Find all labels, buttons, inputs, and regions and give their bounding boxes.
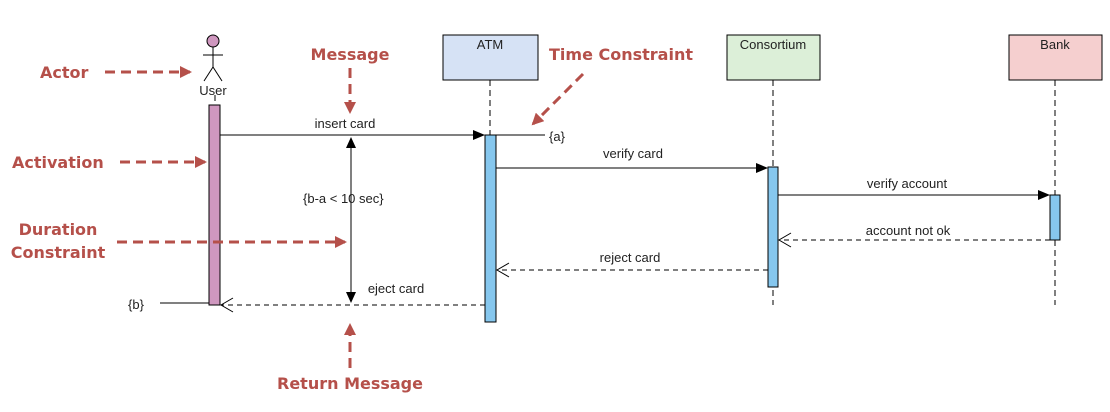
time-constraint-callout-arrow [531, 72, 585, 126]
bank-activation [1049, 194, 1061, 241]
duration-callout-label-line2: Constraint [11, 243, 106, 262]
user-activation [208, 104, 221, 306]
reject-card-head [496, 262, 510, 278]
account-not-ok-label: account not ok [866, 223, 951, 238]
user-actor-icon [203, 34, 223, 82]
reject-card-label: reject card [600, 250, 661, 265]
user-label: User [199, 83, 227, 98]
atm-label: ATM [477, 37, 503, 52]
time-constraint-b: {b} [128, 297, 145, 312]
account-not-ok-head [778, 232, 792, 248]
eject-card-label: eject card [368, 281, 424, 296]
duration-callout-label-line1: Duration [19, 220, 98, 239]
duration-constraint-label: {b-a < 10 sec} [303, 191, 384, 206]
atm-participant: ATM [442, 34, 539, 81]
message-callout-label: Message [311, 45, 390, 64]
duration-top-head [346, 137, 356, 148]
actor-callout-label: Actor [40, 63, 89, 82]
activation-callout-label: Activation [12, 153, 104, 172]
duration-bottom-head [346, 292, 356, 303]
bank-label: Bank [1040, 37, 1070, 52]
atm-activation [484, 134, 497, 323]
bank-participant: Bank [1008, 34, 1103, 81]
verify-account-label: verify account [867, 176, 948, 191]
time-constraint-callout-label: Time Constraint [549, 45, 693, 64]
time-constraint-a: {a} [549, 129, 566, 144]
verify-card-label: verify card [603, 146, 663, 161]
consortium-label: Consortium [740, 37, 806, 52]
consortium-participant: Consortium [726, 34, 821, 81]
consortium-activation [767, 166, 779, 288]
eject-card-head [220, 297, 234, 313]
return-message-callout-label: Return Message [277, 374, 423, 393]
insert-card-label: insert card [315, 116, 376, 131]
